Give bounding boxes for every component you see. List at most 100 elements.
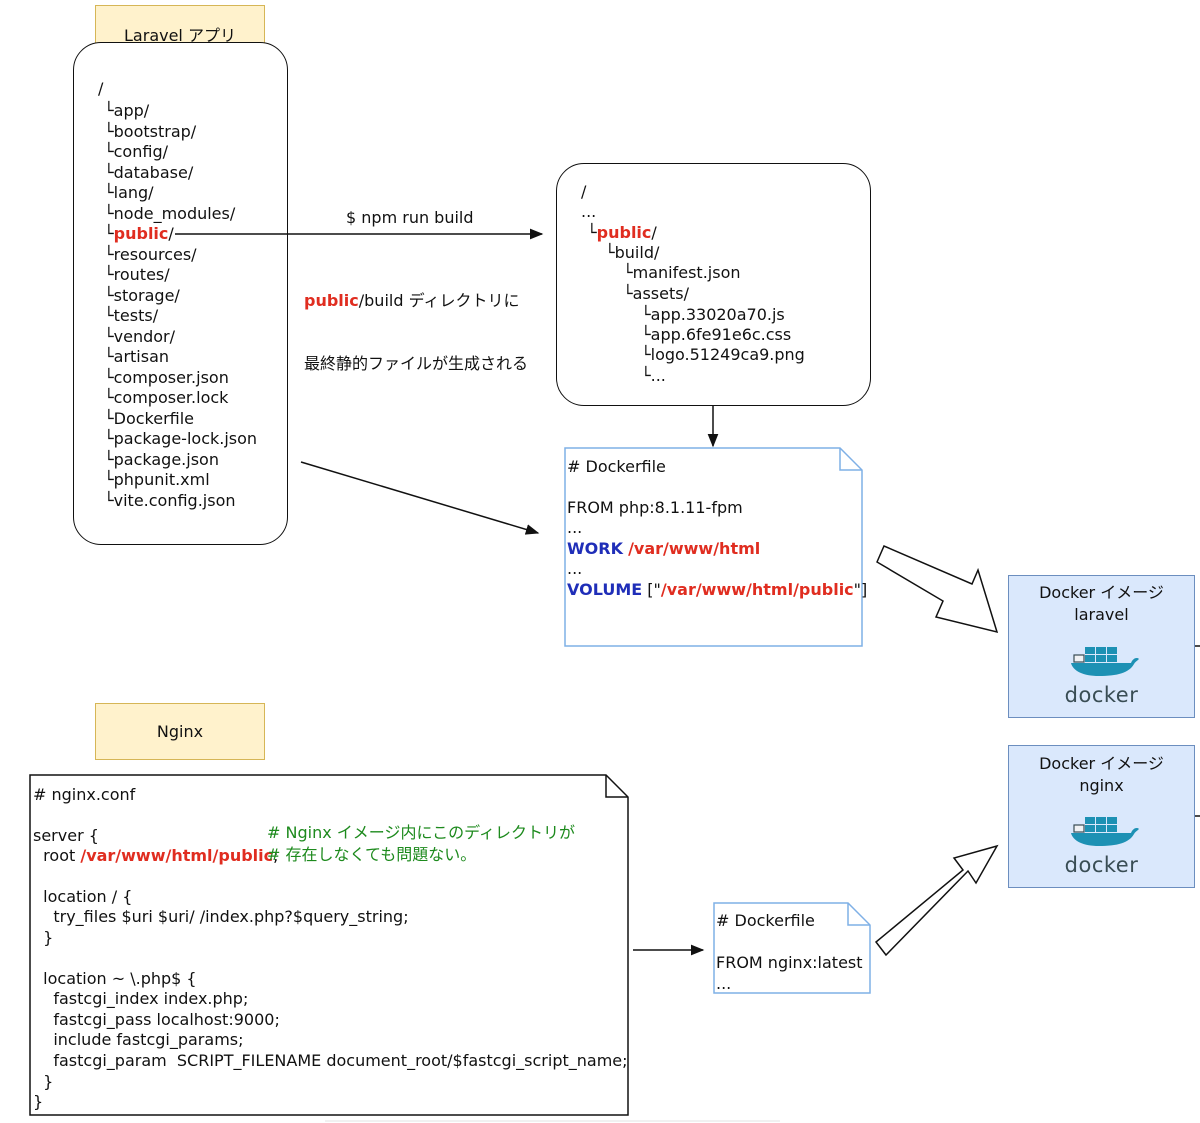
tree-item-storage: └storage/: [104, 285, 180, 305]
nginx-conf-title: # nginx.conf: [33, 785, 136, 804]
dockerfile-nginx-note-shape: [713, 902, 871, 994]
nginx-location-root-open: location / {: [33, 887, 133, 906]
build-tree-file-js: └app.33020a70.js: [641, 305, 785, 324]
npm-build-command: $ npm run build: [346, 208, 474, 227]
dockerfile-laravel-volume: VOLUME ["/var/www/html/public"]: [567, 580, 867, 601]
dockerfile-laravel-dots1: ...: [567, 518, 583, 537]
build-image-nginx-arrow: [874, 844, 999, 957]
dockerfile-nginx-note-fold: [847, 903, 870, 926]
dockerfile-laravel-work: WORK /var/www/html: [567, 539, 760, 560]
dockerfile-nginx-title: # Dockerfile: [716, 911, 815, 930]
laravel-app-label-text: Laravel アプリ: [124, 25, 236, 45]
build-public-dir-name: public: [596, 223, 652, 242]
dockerfile-nginx-from: FROM nginx:latest: [716, 953, 863, 972]
build-note: public/build ディレクトリに 最終静的ファイルが生成される: [304, 248, 528, 395]
nginx-include-params: include fastcgi_params;: [33, 1030, 244, 1049]
build-tree-file-png: └logo.51249ca9.png: [641, 345, 805, 364]
tree-item-public: └public/: [104, 224, 174, 244]
tree-item-app: └app/: [104, 101, 150, 120]
nginx-server-open: server {: [33, 826, 99, 845]
nginx-comment-2: # 存在しなくても問題ない。: [267, 845, 477, 864]
docker-image-nginx-title: Docker イメージ: [1039, 754, 1164, 773]
tree-item-bootstrap: └bootstrap/: [104, 121, 197, 141]
tree-item-lang: └lang/: [104, 183, 154, 202]
docker-logo-text: docker: [1064, 683, 1139, 707]
tree-item-package-json: └package.json: [104, 449, 219, 469]
docker-whale-icon: [1071, 647, 1139, 676]
docker-image-nginx-name: nginx: [1079, 776, 1124, 795]
work-keyword: WORK: [567, 539, 623, 558]
tree-root: /: [98, 79, 104, 98]
dockerfile-laravel-note-fold: [839, 448, 862, 471]
tree-item-package-lock: └package-lock.json: [104, 429, 258, 448]
tree-item-dockerfile: └Dockerfile: [104, 408, 195, 428]
laravel-tree-box: / └app/ └bootstrap/ └config/ └database/ …: [73, 42, 288, 545]
docker-image-nginx: Docker イメージ nginx docker: [1008, 745, 1195, 888]
build-tree-build: └build/: [605, 243, 660, 262]
nginx-server-close: }: [33, 1092, 44, 1111]
build-note-line1: public/build ディレクトリに: [304, 290, 528, 311]
build-public-dir-slash: /: [651, 223, 657, 242]
build-tree-file-css: └app.6fe91e6c.css: [641, 325, 792, 344]
dockerfile-laravel-note-shape: [564, 447, 863, 647]
docker-image-laravel-title: Docker イメージ: [1039, 583, 1164, 602]
tree-item-phpunit: └phpunit.xml: [104, 470, 210, 489]
build-tree-branch: └: [587, 223, 597, 242]
volume-keyword: VOLUME: [567, 580, 643, 599]
dockerfile-laravel-dots2: ...: [567, 559, 583, 578]
tree-item-vite-config: └vite.config.json: [104, 490, 236, 510]
build-note-rest: /build ディレクトリに: [358, 291, 520, 310]
nginx-location-root-close: }: [33, 928, 54, 947]
nginx-conf-note-fold: [605, 775, 628, 798]
nginx-try-files: try_files $uri $uri/ /index.php?$query_s…: [33, 907, 409, 926]
tree-item-node-modules: └node_modules/: [104, 203, 236, 223]
tree-item-composer-lock: └composer.lock: [104, 388, 229, 407]
tree-branch: └: [104, 224, 114, 243]
build-tree-manifest: └manifest.json: [623, 263, 741, 282]
dockerfile-laravel-title: # Dockerfile: [567, 457, 666, 476]
build-tree-dots: ...: [581, 202, 597, 221]
nginx-label: Nginx: [95, 703, 265, 760]
public-dir-name: public: [113, 224, 169, 243]
work-path: /var/www/html: [628, 539, 761, 558]
build-tree-assets: └assets/: [623, 284, 689, 303]
nginx-root-keyword: root: [33, 846, 81, 865]
volume-path: /var/www/html/public: [660, 580, 854, 599]
build-tree-public: └public/: [587, 223, 657, 243]
nginx-root-line: root /var/www/html/public;: [33, 846, 279, 867]
volume-close: "]: [853, 580, 868, 599]
nginx-label-text: Nginx: [156, 722, 204, 741]
nginx-fastcgi-index: fastcgi_index index.php;: [33, 989, 249, 1008]
docker-image-laravel-name: laravel: [1074, 605, 1129, 624]
nginx-root-path: /var/www/html/public: [80, 846, 274, 865]
nginx-root-semicolon: ;: [273, 846, 279, 865]
dockerfile-nginx-dots: ...: [716, 974, 732, 993]
docker-whale-icon: [1071, 817, 1139, 846]
build-note-line2: 最終静的ファイルが生成される: [304, 354, 529, 373]
docker-image-laravel: Docker イメージ laravel docker: [1008, 575, 1195, 718]
nginx-fastcgi-param: fastcgi_param SCRIPT_FILENAME document_r…: [33, 1051, 628, 1070]
nginx-comment-1: # Nginx イメージ内にこのディレクトリが: [267, 823, 575, 842]
tree-item-composer-json: └composer.json: [104, 367, 229, 387]
nginx-conf-note-shape: [29, 774, 629, 1116]
public-dir-slash: /: [168, 224, 174, 243]
dockerfile-laravel-from: FROM php:8.1.11-fpm: [567, 498, 743, 517]
build-tree-root: /: [581, 182, 587, 201]
tree-item-artisan: └artisan: [104, 347, 170, 366]
build-note-public: public: [304, 291, 359, 310]
nginx-location-php-close: }: [33, 1072, 54, 1091]
volume-open: [": [647, 580, 661, 599]
tree-item-vendor: └vendor/: [104, 326, 175, 346]
nginx-fastcgi-pass: fastcgi_pass localhost:9000;: [33, 1010, 280, 1029]
build-output-box: / ... └public/ └build/ └manifest.json └a…: [556, 163, 871, 406]
tree-item-resources: └resources/: [104, 244, 197, 264]
tree-item-tests: └tests/: [104, 306, 159, 325]
build-tree-file-more: └...: [641, 366, 666, 385]
tree-item-config: └config/: [104, 142, 168, 161]
tree-item-routes: └routes/: [104, 265, 170, 284]
build-image-laravel-arrow: [876, 545, 999, 634]
laravel-to-dockerfile-arrow: [300, 461, 540, 535]
nginx-location-php-open: location ~ \.php$ {: [33, 969, 197, 988]
docker-logo-text: docker: [1064, 853, 1139, 877]
